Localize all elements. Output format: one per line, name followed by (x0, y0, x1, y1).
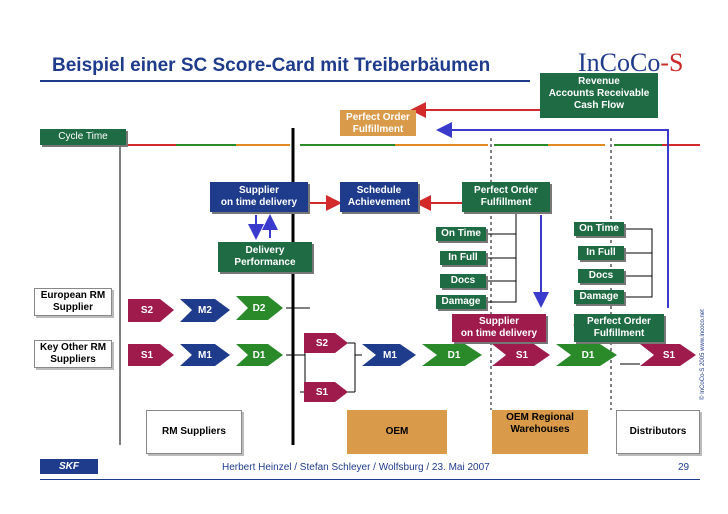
on-time-mid-label: On Time (441, 228, 481, 239)
supplier-otd-line2: on time delivery (220, 197, 298, 208)
footer-author: Herbert Heinzel / Stefan Schleyer / Wolf… (222, 462, 490, 473)
damage-mid-label: Damage (441, 296, 481, 307)
european-rm-supplier: European RM Supplier (34, 288, 112, 316)
eu-m2-shape (180, 299, 230, 322)
docs-right-label: Docs (588, 270, 614, 281)
docs-mid: Docs (440, 274, 486, 288)
supplier-otd-line1: Supplier (238, 185, 279, 196)
page-number: 29 (678, 462, 690, 473)
ko-m1-label: M1 (198, 349, 212, 361)
bracket-right (624, 228, 653, 298)
delivery-performance-line1: Delivery (245, 245, 285, 256)
copyright-note: © InCoCo-S 2005 www.incoco.net (700, 309, 706, 400)
perfect-order-top-line1: Perfect Order (346, 112, 410, 123)
arrow-feedback-to-top (436, 122, 669, 308)
page-title: Beispiel einer SC Score-Card mit Treiber… (52, 55, 491, 76)
in-full-mid: In Full (440, 251, 486, 265)
stage-rm-suppliers: RM Suppliers (146, 410, 242, 454)
perfect-order-top-line2: Fulfillment (352, 124, 404, 135)
schedule-achievement-line2: Achievement (347, 197, 411, 208)
supplier-otd-low-line2: on time delivery (460, 328, 538, 339)
damage-right-label: Damage (579, 291, 619, 302)
key-other-rm-line2: Suppliers (50, 354, 96, 365)
skf-logo: SKF (40, 459, 98, 474)
on-time-right: On Time (574, 222, 624, 236)
stage-oem-regional-line2: Warehouses (510, 424, 570, 435)
incoco-logo: InCoCo-S (578, 48, 683, 78)
delivery-performance-box: Delivery Performance (218, 242, 312, 272)
oem-m1-shape (362, 344, 416, 366)
ko-m1-shape (180, 344, 230, 366)
stage-oem: OEM (347, 410, 447, 454)
schedule-achievement-box: Schedule Achievement (340, 182, 418, 212)
stage-oem-label: OEM (385, 426, 409, 437)
stage-rm-suppliers-label: RM Suppliers (162, 426, 226, 437)
oem-s1-label: S1 (315, 386, 329, 398)
oem-s1-shape (304, 382, 348, 402)
logo-accent: -S (660, 48, 684, 77)
cycle-time-label: Cycle Time (58, 131, 108, 142)
perfect-order-top-box: Perfect Order Fulfillment (340, 110, 416, 136)
stage-oem-regional-line1: OEM Regional (506, 412, 574, 423)
eu-s2-label: S2 (140, 305, 154, 316)
on-time-mid: On Time (436, 227, 486, 241)
oem-d1-label: D1 (447, 349, 461, 361)
eu-d2-label: D2 (252, 302, 266, 314)
skf-logo-text: SKF (59, 461, 79, 472)
cycle-time-box: Cycle Time (40, 129, 126, 145)
wh-s1-label: S1 (515, 349, 529, 361)
perfect-order-right-box: Perfect Order Fulfillment (574, 314, 664, 342)
schedule-achievement-line1: Schedule (356, 185, 402, 196)
european-rm-line2: Supplier (52, 302, 93, 313)
perfect-order-right-line1: Perfect Order (587, 316, 651, 327)
perfect-order-mid-box: Perfect Order Fulfillment (462, 182, 550, 212)
stage-distributors: Distributors (616, 410, 700, 454)
oem-s2-shape (304, 333, 348, 353)
stage-distributors-label: Distributors (629, 426, 687, 437)
title-rule (40, 80, 530, 82)
wh-s1-shape (492, 344, 550, 366)
revenue-box: Revenue Accounts Receivable Cash Flow (540, 73, 658, 118)
dist-s1-shape (640, 344, 696, 366)
supplier-otd-box: Supplier on time delivery (210, 182, 308, 212)
stage-oem-regional: OEM Regional Warehouses (492, 410, 588, 454)
perfect-order-mid-line1: Perfect Order (474, 185, 538, 196)
oem-s2-label: S2 (315, 337, 329, 349)
european-rm-line1: European RM (40, 290, 106, 301)
cash-flow-label: Cash Flow (573, 100, 624, 111)
wh-d1-label: D1 (581, 349, 595, 361)
perfect-order-mid-line2: Fulfillment (480, 197, 532, 208)
footer-rule (40, 479, 700, 480)
eu-d2-shape (236, 296, 283, 320)
in-full-right: In Full (578, 246, 624, 260)
eu-m2-label: M2 (198, 305, 212, 316)
supplier-otd-low-line1: Supplier (478, 316, 519, 327)
in-full-right-label: In Full (586, 247, 616, 258)
ko-d1-shape (236, 344, 283, 366)
oem-m1-label: M1 (383, 349, 397, 361)
accounts-receivable-label: Accounts Receivable (548, 88, 650, 99)
ko-d1-label: D1 (252, 349, 266, 361)
logo-main: InCoCo (578, 48, 661, 77)
bracket-mid (486, 233, 517, 303)
delivery-performance-line2: Performance (234, 257, 296, 268)
key-other-rm-line1: Key Other RM (39, 342, 107, 353)
in-full-mid-label: In Full (448, 252, 478, 263)
perfect-order-right-line2: Fulfillment (593, 328, 645, 339)
ko-s1-label: S1 (140, 349, 154, 361)
docs-mid-label: Docs (450, 275, 476, 286)
revenue-label: Revenue (578, 76, 620, 87)
oem-d1-shape (422, 344, 482, 366)
key-other-rm-suppliers: Key Other RM Suppliers (34, 340, 112, 368)
eu-s2-shape (128, 299, 174, 322)
wh-d1-shape (556, 344, 617, 366)
dist-s1-label: S1 (662, 349, 676, 361)
damage-right: Damage (574, 290, 624, 304)
ko-s1-shape (128, 344, 174, 366)
docs-right: Docs (578, 269, 624, 283)
on-time-right-label: On Time (579, 223, 619, 234)
damage-mid: Damage (436, 295, 486, 309)
supplier-otd-low-box: Supplier on time delivery (452, 314, 546, 342)
